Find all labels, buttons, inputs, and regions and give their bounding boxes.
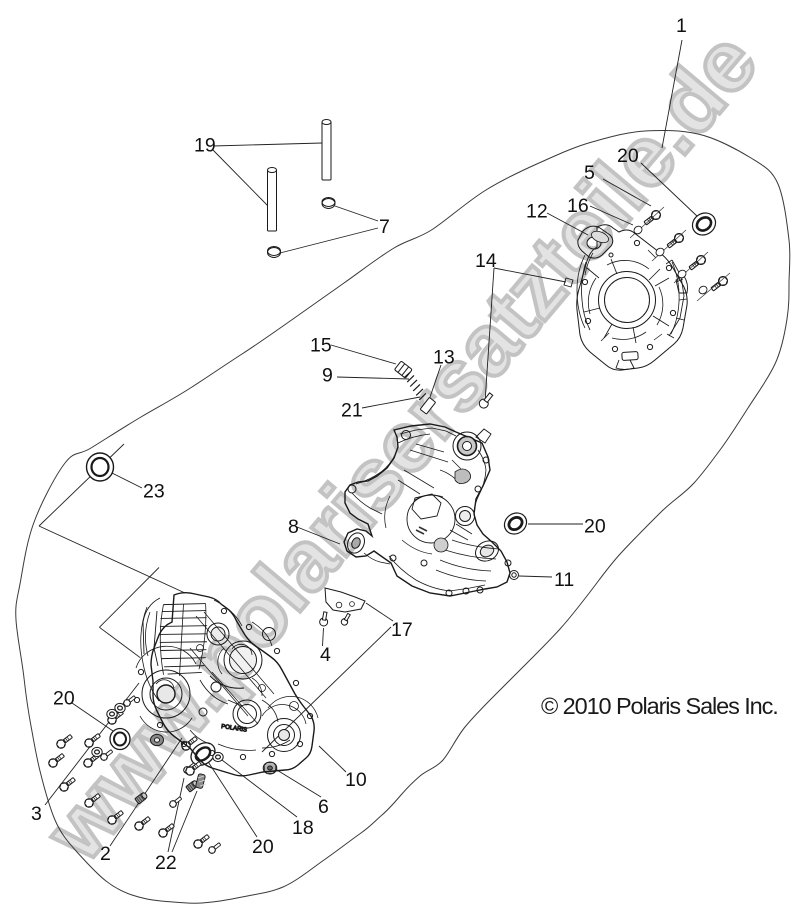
svg-text:POLARIS: POLARIS	[221, 724, 248, 734]
svg-text:20: 20	[617, 145, 639, 167]
svg-text:16: 16	[567, 195, 589, 217]
svg-text:12: 12	[526, 201, 548, 223]
svg-text:3: 3	[31, 803, 42, 825]
svg-text:18: 18	[292, 817, 314, 839]
svg-text:17: 17	[391, 619, 413, 641]
svg-text:11: 11	[554, 569, 574, 591]
svg-text:20: 20	[584, 516, 606, 538]
svg-text:© 2010 Polaris Sales Inc.: © 2010 Polaris Sales Inc.	[541, 693, 778, 719]
svg-text:19: 19	[194, 135, 216, 157]
svg-text:13: 13	[433, 347, 455, 369]
svg-text:9: 9	[322, 365, 333, 387]
svg-text:20: 20	[252, 836, 274, 858]
svg-text:10: 10	[345, 769, 367, 791]
svg-text:14: 14	[475, 250, 497, 272]
svg-text:6: 6	[318, 796, 329, 818]
svg-text:8: 8	[288, 516, 299, 538]
svg-text:21: 21	[341, 400, 363, 422]
svg-text:22: 22	[155, 852, 177, 874]
svg-text:23: 23	[143, 481, 165, 503]
svg-text:7: 7	[379, 216, 390, 238]
svg-text:4: 4	[320, 644, 331, 666]
svg-text:5: 5	[584, 162, 595, 184]
svg-text:20: 20	[53, 688, 75, 710]
svg-text:1: 1	[676, 15, 687, 37]
svg-text:2: 2	[100, 843, 111, 865]
svg-text:15: 15	[310, 335, 332, 357]
